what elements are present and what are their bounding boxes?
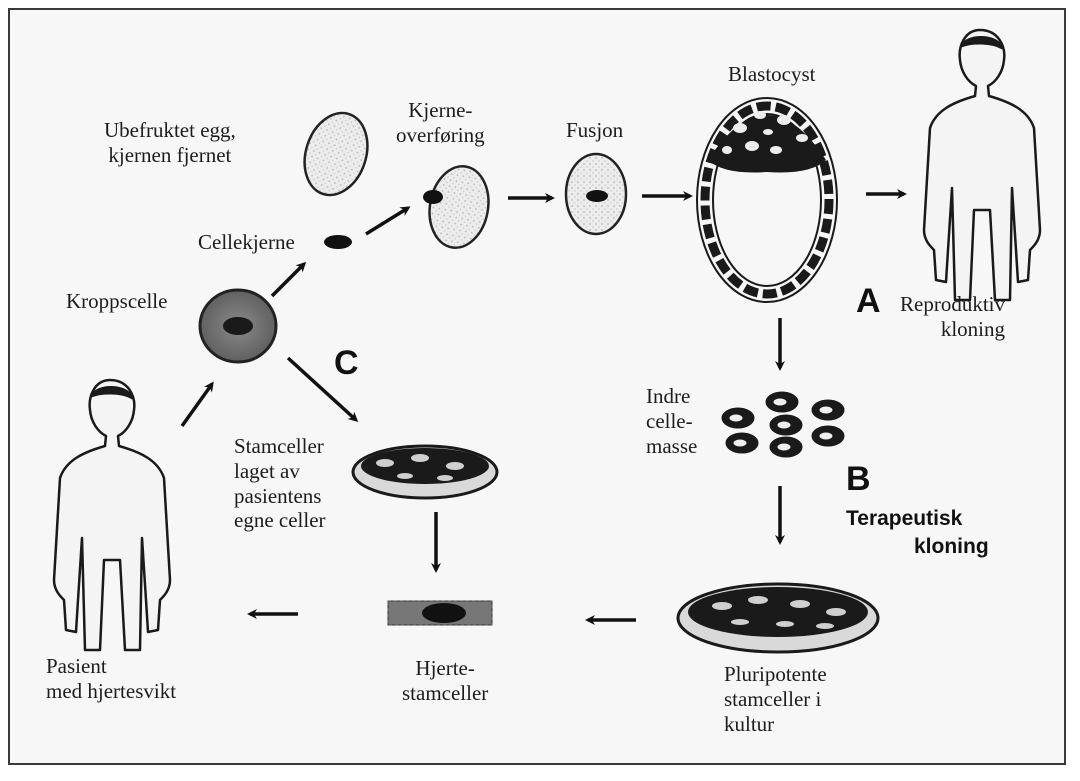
label-line: kloning [914, 535, 989, 559]
label-line: stamceller i [724, 686, 822, 711]
label-line: masse [646, 433, 698, 458]
label-line: laget av [234, 458, 300, 483]
nuclear-transfer-cell [423, 165, 490, 249]
fusion-cell [564, 152, 628, 236]
label-line: Pluripotente [724, 662, 827, 686]
label-pluripotent: Pluripotente stamceller i kultur [724, 662, 827, 736]
arrow-nucleus-to-transfer [365, 206, 411, 236]
body-cell [198, 288, 278, 364]
label-heart-stem-cells: Hjerte- stamceller [402, 656, 488, 706]
arrow-body-cell-to-nucleus [270, 261, 307, 298]
blastocyst [696, 97, 838, 303]
marker-b: B [846, 460, 871, 498]
label-line: Stamceller [234, 434, 324, 458]
label-body-cell: Kroppscelle [66, 289, 168, 313]
label-line: stamceller [402, 680, 489, 705]
pluripotent-stem-cell-dish [676, 582, 880, 654]
label-line: Pasient [46, 654, 107, 678]
arrow-patient-to-body-cell [180, 381, 214, 428]
patient-human-figure [52, 378, 172, 652]
label-line: kloning [940, 316, 1005, 341]
label-patient: Pasient med hjertesvikt [46, 654, 176, 704]
label-inner-cell-mass: Indre celle- masse [646, 384, 697, 458]
marker-a: A [856, 282, 881, 320]
marker-c: C [334, 344, 359, 382]
label-line: Kjerne- [408, 98, 473, 122]
label-line: Terapeutisk [846, 507, 963, 530]
flow-arrows [180, 189, 907, 625]
diagram-frame [8, 8, 1066, 765]
label-patient-stem-cells: Stamceller laget av pasientens egne cell… [234, 434, 326, 533]
label-line: overføring [396, 122, 485, 147]
label-line: med hjertesvikt [46, 678, 177, 703]
heart-stem-cells [387, 600, 493, 626]
cell-nucleus [324, 235, 352, 249]
arrow-body-cell-to-stem-dish [286, 356, 359, 423]
cloned-human-figure [922, 28, 1042, 302]
label-line: Ubefruktet egg, [104, 118, 236, 142]
label-line: celle- [646, 408, 693, 433]
label-blastocyst: Blastocyst [728, 62, 816, 86]
label-nuclear-transfer: Kjerne- overføring [396, 98, 485, 148]
label-fusion: Fusjon [566, 118, 624, 142]
patient-stem-cell-dish [351, 444, 499, 500]
label-line: pasientens [234, 483, 322, 508]
label-line: Indre [646, 384, 691, 408]
inner-cell-mass [721, 391, 845, 458]
unfertilized-egg-cell [303, 111, 369, 197]
label-line: Reproduktiv [900, 292, 1005, 316]
label-line: egne celler [234, 508, 326, 533]
label-reproductive-cloning: Reproduktiv kloning [900, 292, 1005, 342]
label-line: Hjerte- [415, 656, 475, 680]
label-cell-nucleus: Cellekjerne [198, 230, 295, 254]
label-line: kjernen fjernet [108, 142, 232, 167]
label-line: kultur [724, 711, 775, 736]
therapeutic-cloning-label: Terapeutisk kloning [846, 505, 989, 562]
label-unfertilized-egg: Ubefruktet egg, kjernen fjernet [104, 118, 236, 168]
